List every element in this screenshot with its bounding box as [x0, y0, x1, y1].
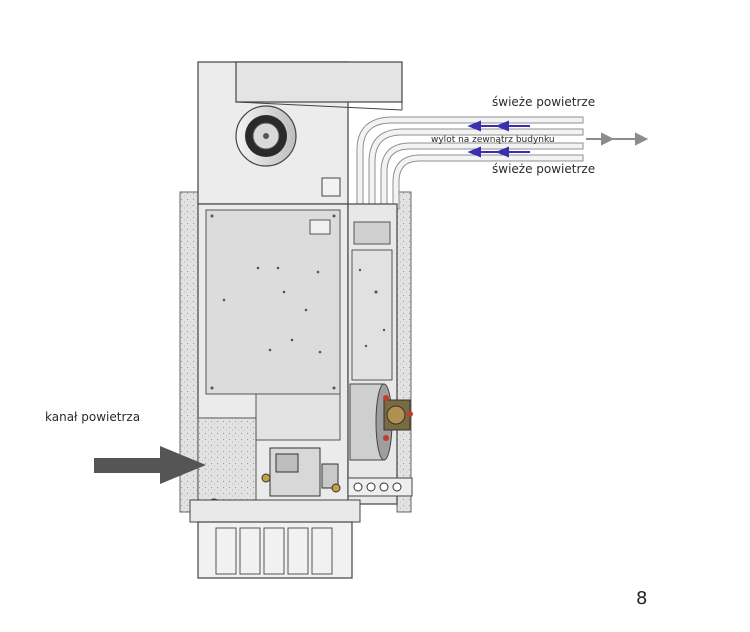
- right-insulation-panel: [396, 191, 412, 513]
- exhaust-outlet-label: wylot na zewnątrz budynku: [431, 135, 555, 145]
- top-cover-plate: [235, 61, 403, 103]
- flue-pipes: [356, 116, 584, 210]
- air-duct-arrow-icon: [94, 446, 206, 484]
- burner-icon: [349, 383, 413, 461]
- exhaust-arrow-icon: [586, 132, 649, 146]
- base-plate: [189, 499, 361, 523]
- small-inspection-box: [321, 177, 341, 197]
- page-number: 8: [636, 588, 648, 609]
- fan-icon: [235, 105, 297, 167]
- fresh-air-top-label: świeże powietrze: [492, 95, 596, 109]
- fresh-air-arrow-bottom-icon: [467, 146, 530, 158]
- combustion-chamber-panel: [205, 209, 341, 395]
- air-duct-panel: [197, 417, 257, 501]
- control-buttons: [347, 477, 413, 497]
- panel-rivets: [210, 214, 336, 390]
- fresh-air-arrow-top-icon: [467, 120, 530, 132]
- radiator-block: [197, 521, 353, 579]
- fresh-air-bottom-label: świeże powietrze: [492, 162, 596, 176]
- air-duct-label: kanał powietrza: [45, 410, 141, 424]
